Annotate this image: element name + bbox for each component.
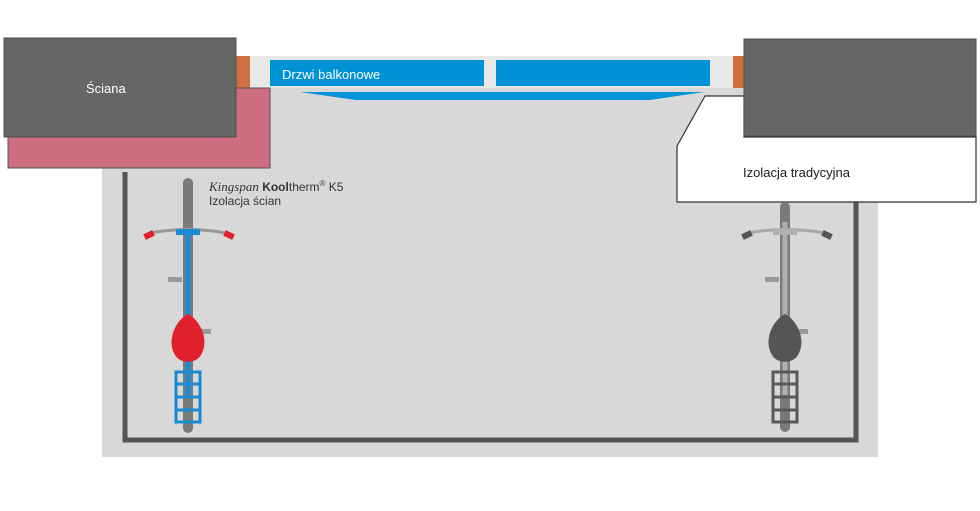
bike-kingspan-grip-left — [143, 230, 155, 240]
kingspan-therm-text: therm — [288, 180, 320, 194]
room-outline — [122, 172, 859, 443]
wall-label: Ściana — [86, 81, 126, 96]
kingspan-reg-mark: ® — [319, 179, 326, 188]
kingspan-kool-text: Kool — [262, 180, 289, 194]
wall-insulation-label: Izolacja ścian — [209, 194, 282, 208]
bike-kingspan — [143, 178, 235, 433]
rider-kingspan — [171, 314, 205, 362]
bike-kingspan-grip-right — [223, 230, 235, 240]
bike-kingspan-pedal-left — [168, 277, 182, 282]
kingspan-product-label: Kingspan Kooltherm® K5 — [209, 179, 343, 195]
wall-left — [3, 37, 237, 138]
door-sill — [300, 92, 704, 100]
bike-kingspan-pedal-right — [201, 329, 211, 334]
door-frame-right — [733, 56, 745, 88]
door-leaf-left — [270, 60, 484, 86]
kingspan-brand-text: Kingspan — [209, 179, 259, 194]
bike-traditional-grip-right — [821, 230, 833, 240]
rider-traditional — [768, 314, 802, 362]
bike-kingspan-fork — [176, 229, 200, 235]
kingspan-model-text: K5 — [328, 180, 344, 194]
traditional-insulation-layer — [676, 95, 977, 203]
wall-right — [743, 38, 977, 137]
door-leaf-right — [496, 60, 710, 86]
bike-traditional-pedal-right — [798, 329, 808, 334]
bike-traditional-grip-left — [741, 230, 753, 240]
traditional-insulation-label: Izolacja tradycyjna — [743, 165, 850, 180]
bike-traditional-pedal-left — [765, 277, 779, 282]
balcony-door-label: Drzwi balkonowe — [282, 67, 381, 82]
bike-traditional-fork — [773, 229, 797, 235]
door-frame-left — [236, 56, 250, 88]
bike-traditional — [741, 202, 833, 432]
